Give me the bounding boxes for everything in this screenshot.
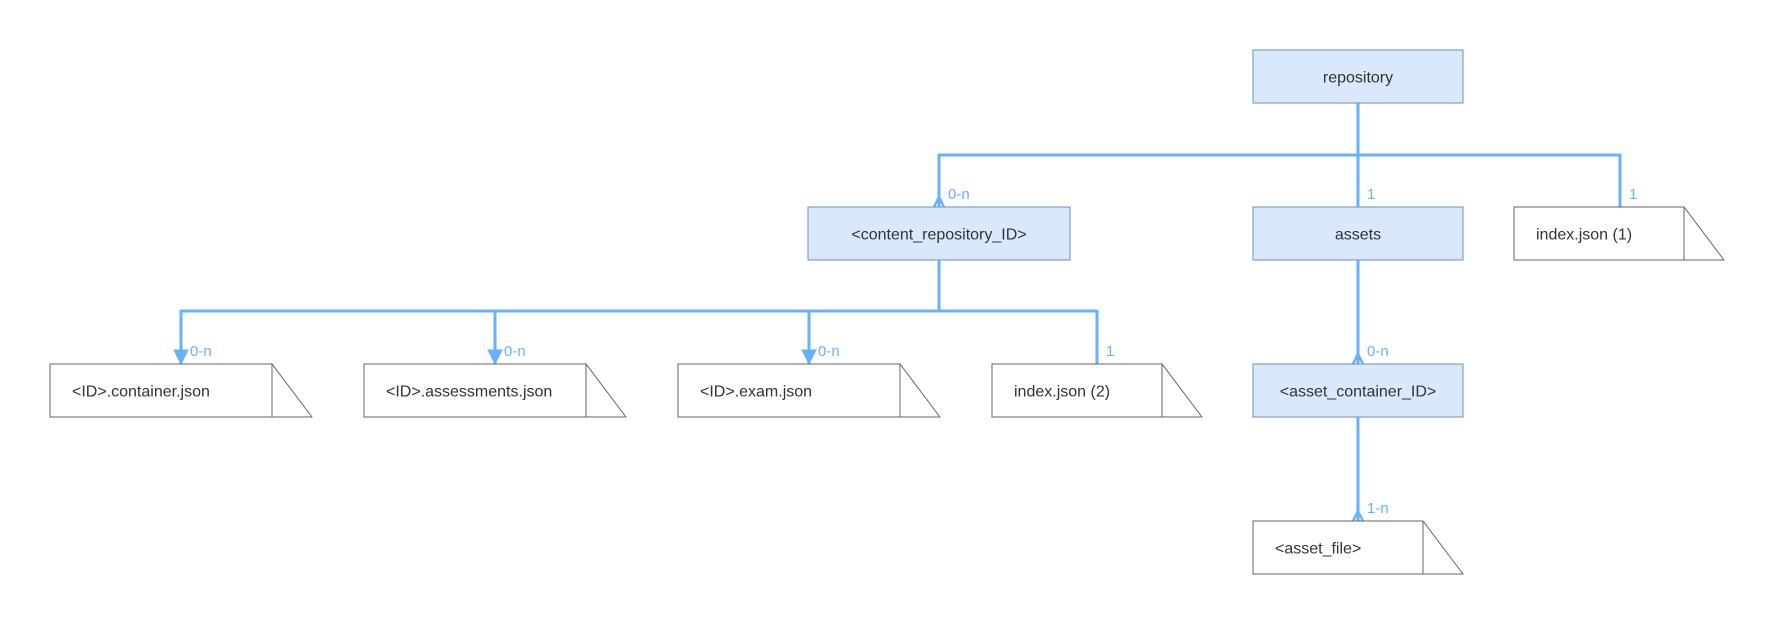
node-content-repository[interactable]: <content_repository_ID> xyxy=(807,206,1071,261)
node-assessments-json[interactable]: <ID>.assessments.json xyxy=(363,363,627,418)
node-container-json[interactable]: <ID>.container.json xyxy=(49,363,313,418)
crowfoot-icon xyxy=(1351,508,1365,522)
page-fold-icon xyxy=(271,364,312,418)
node-label: <asset_container_ID> xyxy=(1280,384,1437,401)
page-fold-icon xyxy=(1683,207,1724,261)
arrowhead-icon xyxy=(801,349,817,366)
node-label: index.json (2) xyxy=(1014,384,1110,401)
node-label: assets xyxy=(1335,227,1381,244)
node-repository[interactable]: repository xyxy=(1252,49,1464,104)
node-label: index.json (1) xyxy=(1536,227,1632,244)
nodes: repository <content_repository_ID> assets i… xyxy=(49,49,1725,575)
node-index-2[interactable]: index.json (2) xyxy=(991,363,1203,418)
node-label: <ID>.assessments.json xyxy=(386,384,552,401)
node-label: <ID>.exam.json xyxy=(700,384,812,401)
edge-content_repository-to-index_2: 1 xyxy=(937,260,1114,364)
multiplicity-label: 1 xyxy=(1629,186,1637,203)
node-label: <ID>.container.json xyxy=(72,384,210,401)
node-asset-file[interactable]: <asset_file> xyxy=(1252,520,1464,575)
multiplicity-label: 0-n xyxy=(504,343,526,360)
multiplicity-label: 0-n xyxy=(190,343,212,360)
folder-box xyxy=(807,206,1071,261)
multiplicity-label: 0-n xyxy=(948,186,970,203)
connectors: 0-n 1 1 0-n 0-n 0-n 1 0-n 1-n xyxy=(173,103,1637,522)
crowfoot-icon xyxy=(1351,351,1365,365)
node-label: <asset_file> xyxy=(1275,541,1361,558)
page-fold-icon xyxy=(1422,521,1463,575)
edge-repository-to-content_repository: 0-n xyxy=(932,103,1360,208)
node-label: repository xyxy=(1323,70,1393,87)
folder-box xyxy=(1252,49,1464,104)
edge-content_repository-to-exam_json: 0-n xyxy=(801,260,941,366)
node-exam-json[interactable]: <ID>.exam.json xyxy=(677,363,941,418)
crowfoot-icon xyxy=(932,194,946,208)
page-fold-icon xyxy=(585,364,626,418)
multiplicity-label: 0-n xyxy=(818,343,840,360)
multiplicity-label: 1 xyxy=(1106,343,1114,360)
edge-asset_container-to-asset_file: 1-n xyxy=(1351,417,1389,522)
node-index-1[interactable]: index.json (1) xyxy=(1513,206,1725,261)
multiplicity-label: 1-n xyxy=(1367,500,1389,517)
node-label: <content_repository_ID> xyxy=(851,227,1026,244)
node-assets[interactable]: assets xyxy=(1252,206,1464,261)
connector-line xyxy=(937,260,1099,364)
multiplicity-label: 1 xyxy=(1367,186,1375,203)
arrowhead-icon xyxy=(487,349,503,366)
edge-repository-to-index_1: 1 xyxy=(1356,103,1637,207)
connector-line xyxy=(1356,103,1622,207)
connector-line xyxy=(937,103,1360,207)
node-asset-container[interactable]: <asset_container_ID> xyxy=(1252,363,1464,418)
folder-box xyxy=(1252,206,1464,261)
folder-box xyxy=(1252,363,1464,418)
page-fold-icon xyxy=(1161,364,1202,418)
multiplicity-label: 0-n xyxy=(1367,343,1389,360)
edge-assets-to-asset_container: 0-n xyxy=(1351,260,1389,365)
page-fold-icon xyxy=(899,364,940,418)
arrowhead-icon xyxy=(173,349,189,366)
